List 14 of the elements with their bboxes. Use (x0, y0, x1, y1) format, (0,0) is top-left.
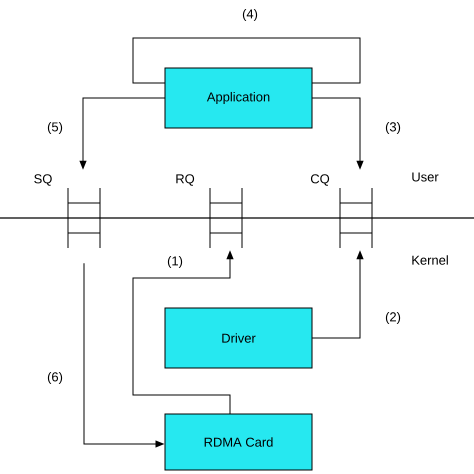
edge-label: (1) (166, 254, 184, 270)
edge-label: (2) (384, 310, 402, 326)
layer-label: Kernel (412, 255, 448, 265)
edge-label: (5) (46, 120, 64, 136)
edge-label: (6) (46, 370, 64, 386)
queue: CQ (310, 174, 372, 248)
process-box: Driver (164, 308, 312, 368)
layer-label: User (412, 172, 438, 182)
queue: RQ (176, 174, 242, 248)
edge-label: (3) (384, 120, 402, 136)
process-box: Application (164, 68, 312, 128)
edge-label: (4) (241, 8, 259, 22)
process-box: RDMA Card (164, 414, 312, 470)
queue: SQ (34, 174, 100, 248)
